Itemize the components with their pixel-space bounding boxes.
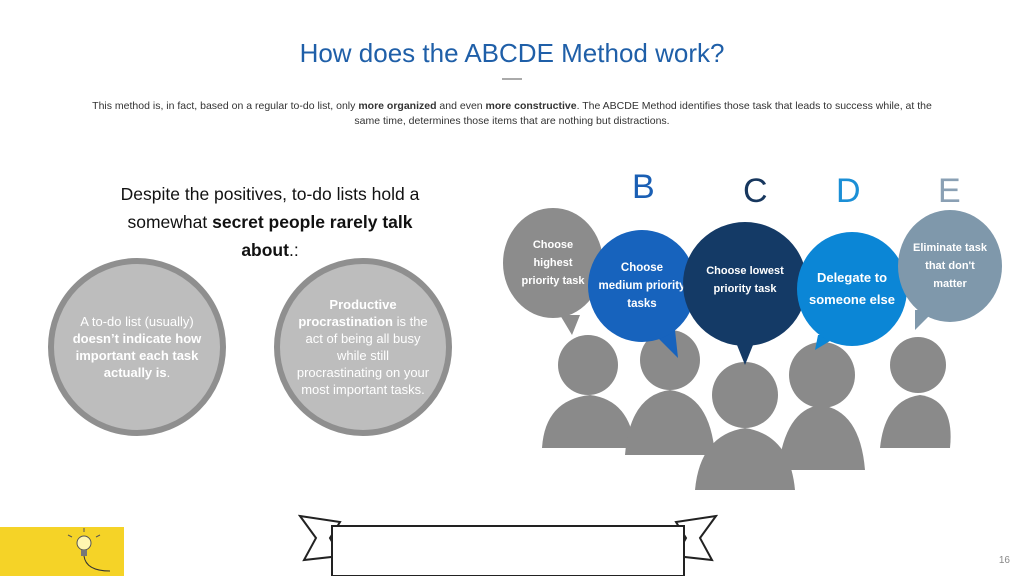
logo-box: [0, 527, 124, 576]
lead-text: Despite the positives, to-do lists hold …: [110, 180, 430, 264]
page-number: 16: [998, 555, 1010, 566]
intro-bold: more constructive: [485, 100, 577, 112]
letter-c: C: [743, 172, 768, 210]
intro-text: . The ABCDE Method identifies those task…: [354, 100, 932, 127]
lead-end: .:: [288, 240, 299, 260]
procrastination-circle: Productive procrastination is the act of…: [274, 258, 452, 436]
lead-plain: Despite the positives, to-do lists hold …: [120, 184, 420, 232]
intro-text: This method is, in fact, based on a regu…: [92, 100, 359, 112]
people-silhouettes: [542, 330, 951, 490]
bubble-a: Choose highest priority task: [503, 208, 603, 318]
lead-bold: secret people rarely talk about: [212, 212, 413, 260]
ribbon-banner: [298, 514, 718, 576]
bubble-b: Choose medium priority tasks: [588, 230, 696, 342]
circle-text: .: [166, 365, 171, 380]
intro-text: and even: [436, 100, 486, 112]
bubble-c: Choose lowest priority task: [683, 222, 807, 346]
people-illustration: [542, 310, 951, 490]
intro-paragraph: This method is, in fact, based on a regu…: [80, 99, 944, 129]
circle-text: is the act of being all busy while still…: [296, 314, 430, 397]
lightbulb-icon: [67, 528, 111, 572]
letter-d: D: [836, 172, 861, 210]
title-divider: [502, 78, 522, 80]
letter-b: B: [632, 168, 655, 206]
bubble-e: Eliminate task that don't matter: [898, 210, 1002, 322]
intro-bold: more organized: [358, 100, 437, 112]
letter-e: E: [938, 172, 961, 210]
circle-text: A to-do list (usually): [80, 314, 194, 329]
todo-circle: A to-do list (usually) doesn’t indicate …: [48, 258, 226, 436]
bubble-d: Delegate to someone else: [797, 232, 907, 346]
circle-bold: doesn’t indicate how important each task…: [72, 331, 202, 380]
circle-bold: Productive procrastination: [298, 297, 397, 329]
slide-title: How does the ABCDE Method work?: [299, 38, 725, 68]
